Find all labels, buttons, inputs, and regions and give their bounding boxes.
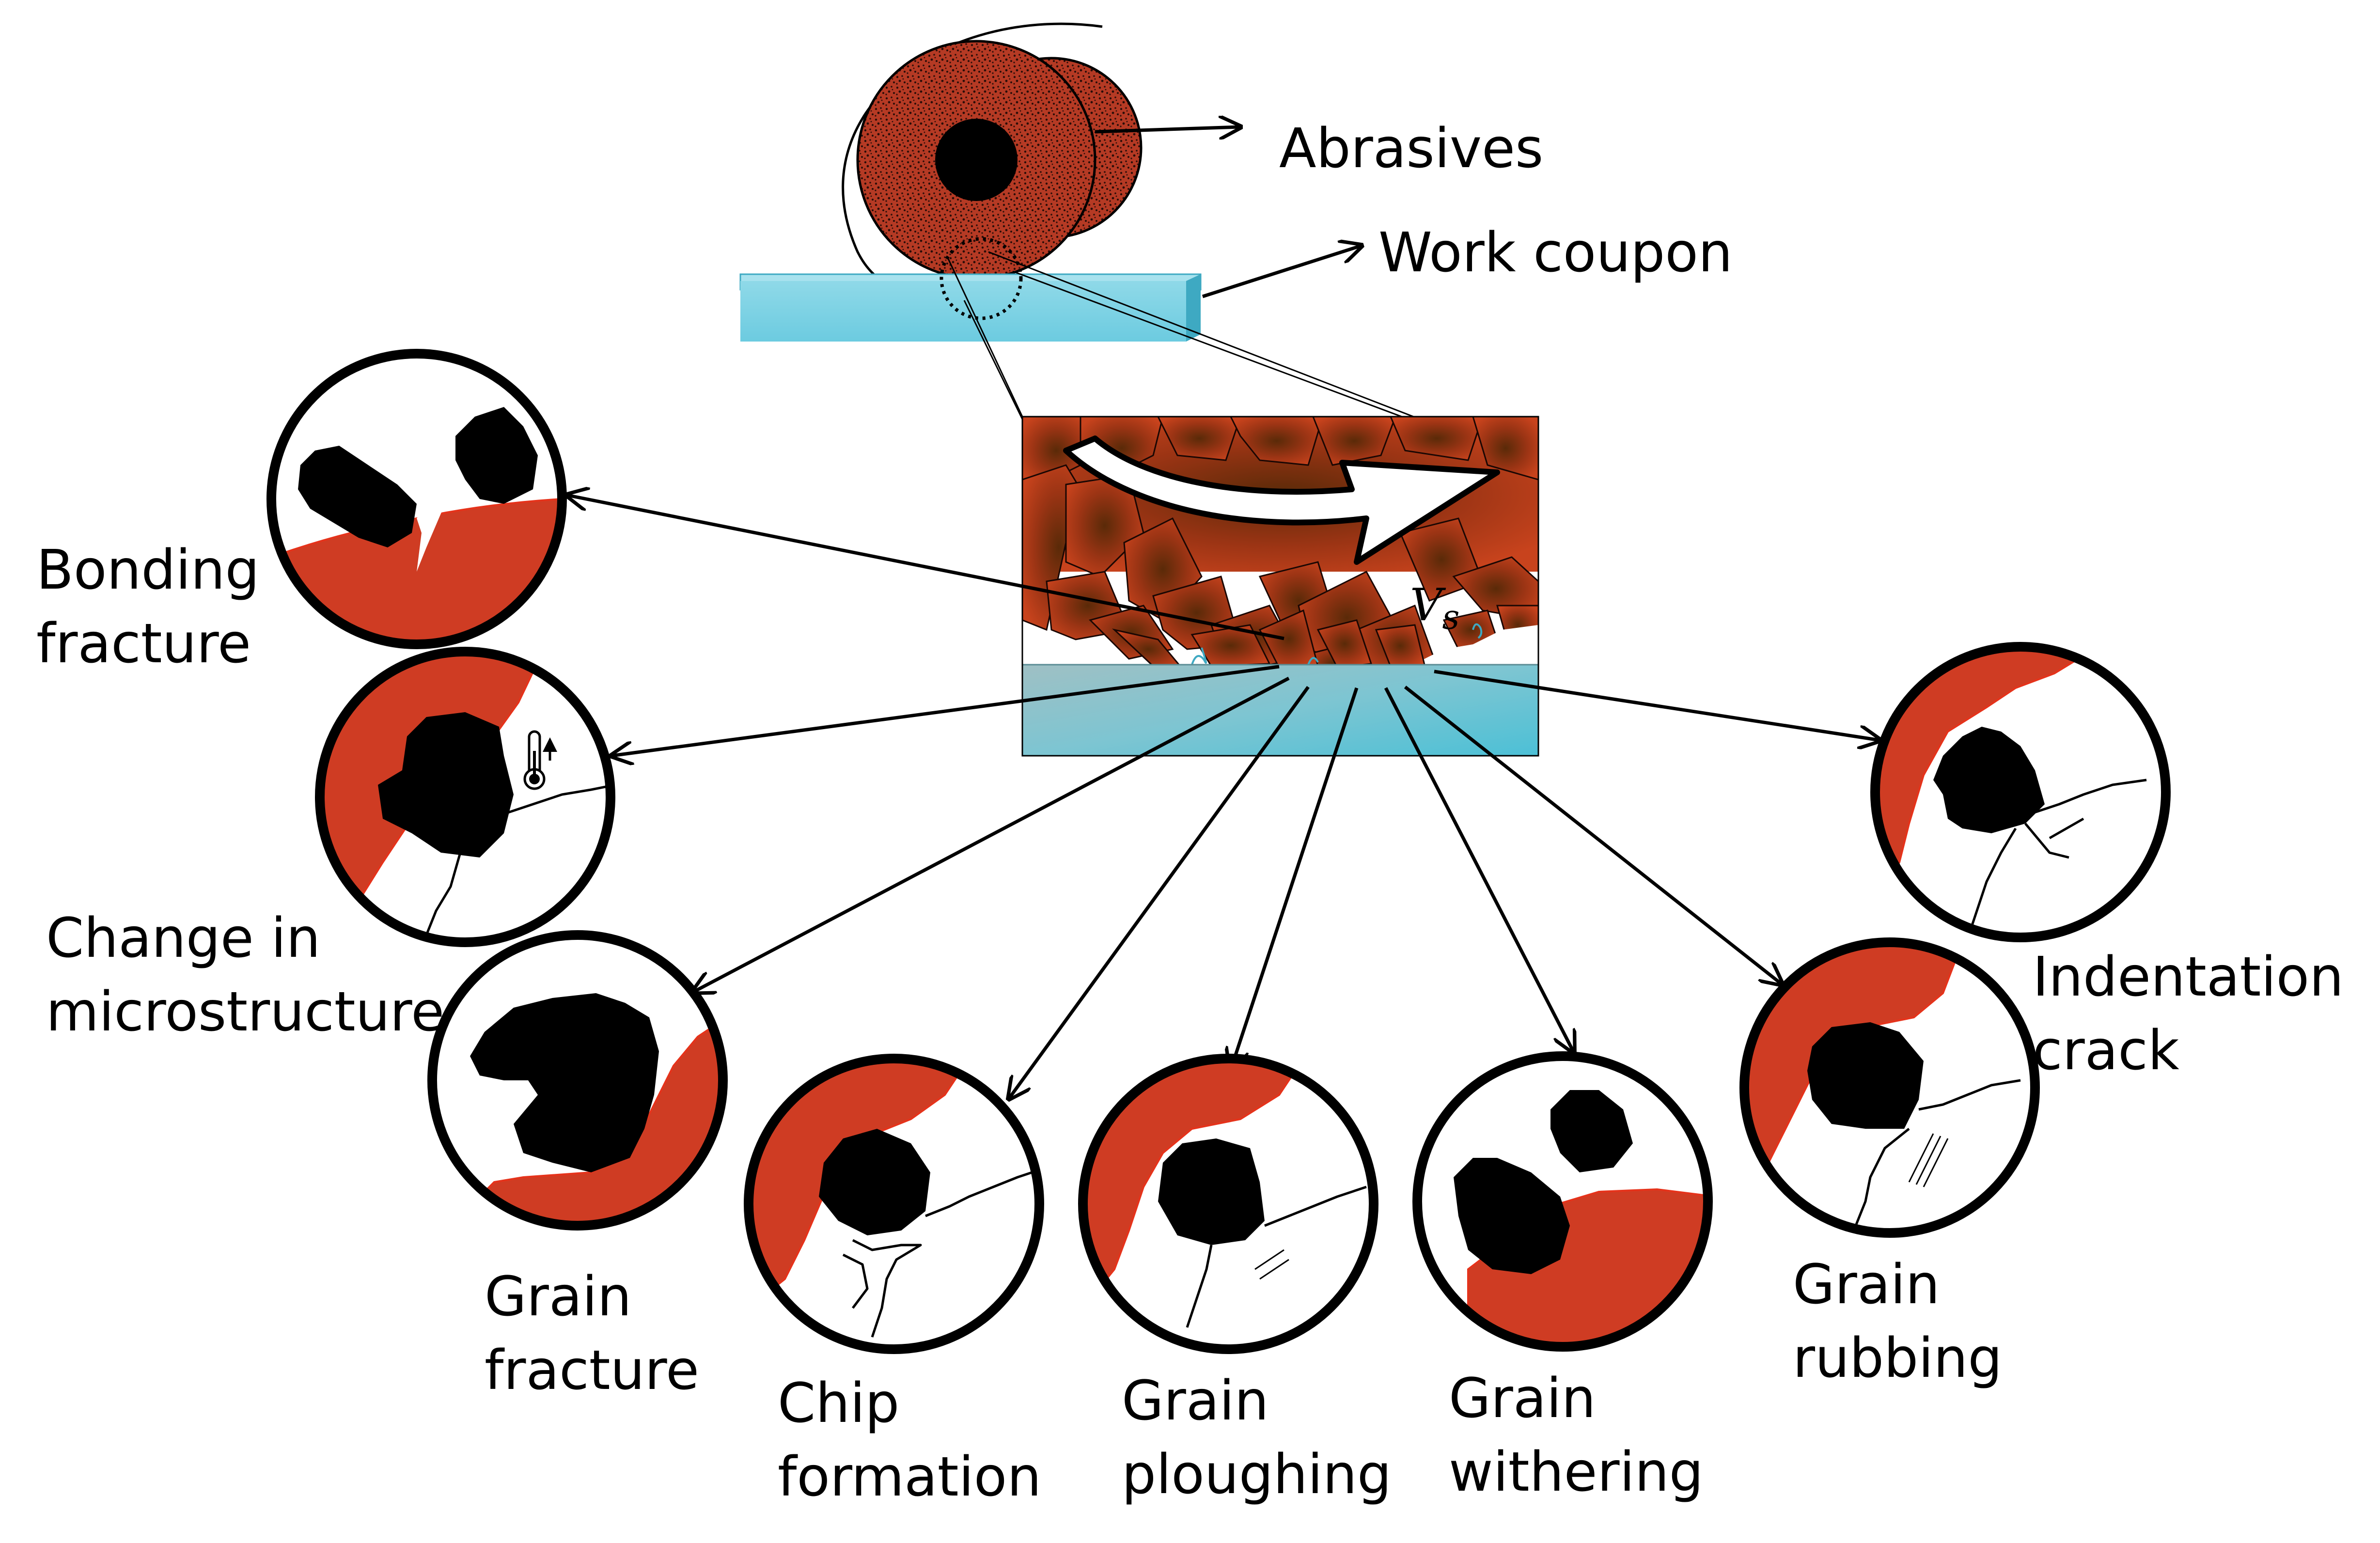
mechanism-grain-withering	[1412, 1051, 1713, 1352]
label-change-in-microstructure: Change in microstructure	[46, 907, 444, 1044]
mechanism-change-in-microstructure	[315, 647, 615, 947]
mechanism-grain-ploughing	[1078, 1054, 1378, 1354]
mechanism-bonding-fracture	[266, 349, 567, 649]
rotation-direction-arrow	[1063, 436, 1500, 565]
thermometer-icon	[523, 730, 557, 790]
abrasives-pointer	[1095, 127, 1240, 132]
work-coupon-bar	[739, 273, 1202, 342]
label-grain-ploughing: Grain ploughing	[1122, 1370, 1392, 1506]
label-grain-fracture: Grain fracture	[485, 1265, 699, 1402]
mechanism-grain-rubbing	[1739, 937, 2040, 1238]
label-indentation-crack: Indentation crack	[2033, 946, 2361, 1082]
contact-zoom-view: Vs	[1021, 416, 1539, 757]
abrasive-grains	[1022, 417, 1538, 684]
work-coupon-label: Work coupon	[1378, 221, 1733, 284]
work-coupon-pointer	[1202, 246, 1362, 298]
label-grain-withering: Grain withering	[1449, 1367, 1704, 1504]
label-bonding-fracture: Bonding fracture	[36, 539, 277, 675]
contact-zone-marker	[939, 237, 1023, 320]
abrasives-label: Abrasives	[1279, 117, 1543, 180]
mechanism-grain-fracture	[427, 930, 728, 1231]
velocity-label: Vs	[1410, 579, 1459, 637]
grinding-wheel-icon	[842, 22, 1143, 295]
mechanism-indentation-crack	[1870, 642, 2171, 942]
mechanism-arrows	[567, 495, 1880, 1099]
label-chip-formation: Chip formation	[778, 1372, 1041, 1509]
label-grain-rubbing: Grain rubbing	[1793, 1253, 2002, 1390]
mechanism-chip-formation	[744, 1054, 1044, 1354]
